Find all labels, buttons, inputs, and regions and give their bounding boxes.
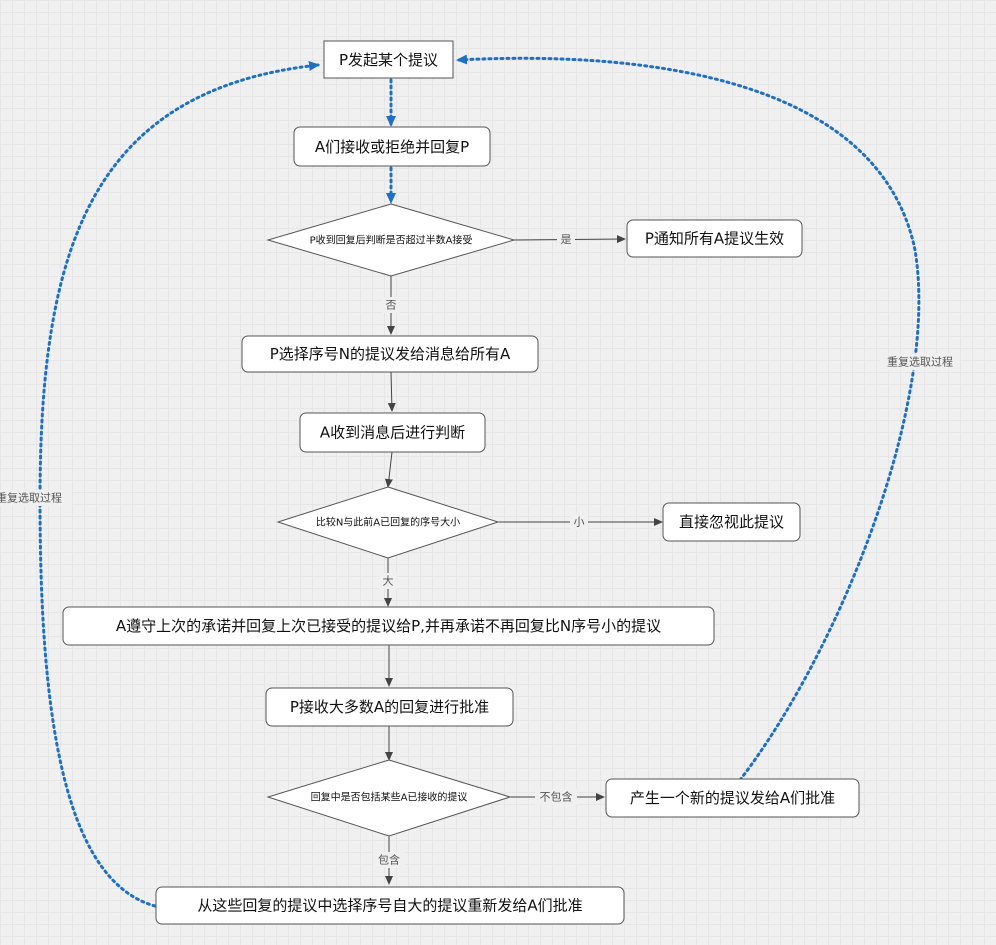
decision-d1-label: P收到回复后判断是否超过半数A接受 [310,234,473,247]
loop-right-path [456,54,921,782]
edge-labels: 是 否 小 大 不包含 包含 [373,231,588,868]
node-n7-label: A遵守上次的承诺并回复上次已接受的提议给P,并再承诺不再回复比N序号小的提议 [116,617,661,635]
node-n5-label: A收到消息后进行判断 [320,424,465,442]
edge-label-big: 大 [383,574,394,588]
node-n8[interactable]: P接收大多数A的回复进行批准 [265,687,514,727]
node-n9-label: 产生一个新的提议发给A们批准 [630,789,835,807]
loop-label-left: 重复选取过程 [0,491,62,505]
node-n1[interactable]: P发起某个提议 [323,40,454,79]
edge-label-small: 小 [574,516,585,529]
node-n6-label: 直接忽视此提议 [679,513,784,531]
node-n7[interactable]: A遵守上次的承诺并回复上次已接受的提议给P,并再承诺不再回复比N序号小的提议 [62,606,715,646]
decision-d3-label: 回复中是否包括某些A已接收的提议 [311,791,468,804]
decision-d2[interactable]: 比较N与此前A已回复的序号大小 [276,486,500,559]
node-n9[interactable]: 产生一个新的提议发给A们批准 [605,778,860,818]
edge-label-no: 否 [386,299,397,312]
edge-n4-n5 [387,371,396,412]
node-n2[interactable]: A们接收或拒绝并回复P [293,126,491,167]
edge-n5-d2 [384,451,393,488]
dotted-connectors [38,54,921,908]
loop-labels: 重复选取过程 重复选取过程 [0,354,960,506]
decision-d3[interactable]: 回复中是否包括某些A已接收的提议 [266,759,512,837]
edge-label-yes: 是 [561,233,572,246]
node-n2-label: A们接收或拒绝并回复P [315,138,469,156]
node-n10-label: 从这些回复的提议中选择序号自大的提议重新发给A们批准 [197,897,582,915]
node-n3-label: P通知所有A提议生效 [645,230,784,248]
decision-d2-label: 比较N与此前A已回复的序号大小 [316,516,460,529]
decision-d1[interactable]: P收到回复后判断是否超过半数A接受 [266,203,516,277]
node-n4-label: P选择序号N的提议发给消息给所有A [270,345,511,363]
node-n5[interactable]: A收到消息后进行判断 [299,412,486,453]
node-n3[interactable]: P通知所有A提议生效 [626,219,803,258]
node-n6[interactable]: 直接忽视此提议 [662,502,801,542]
node-n4[interactable]: P选择序号N的提议发给消息给所有A [241,335,539,373]
loop-label-right: 重复选取过程 [887,355,953,369]
node-n1-label: P发起某个提议 [339,51,438,69]
edge-label-contain: 包含 [378,853,400,867]
edge-label-not-contain: 不包含 [540,790,573,804]
loop-left-path [38,61,320,908]
node-n8-label: P接收大多数A的回复进行批准 [290,698,489,716]
node-n10[interactable]: 从这些回复的提议中选择序号自大的提议重新发给A们批准 [155,886,625,925]
